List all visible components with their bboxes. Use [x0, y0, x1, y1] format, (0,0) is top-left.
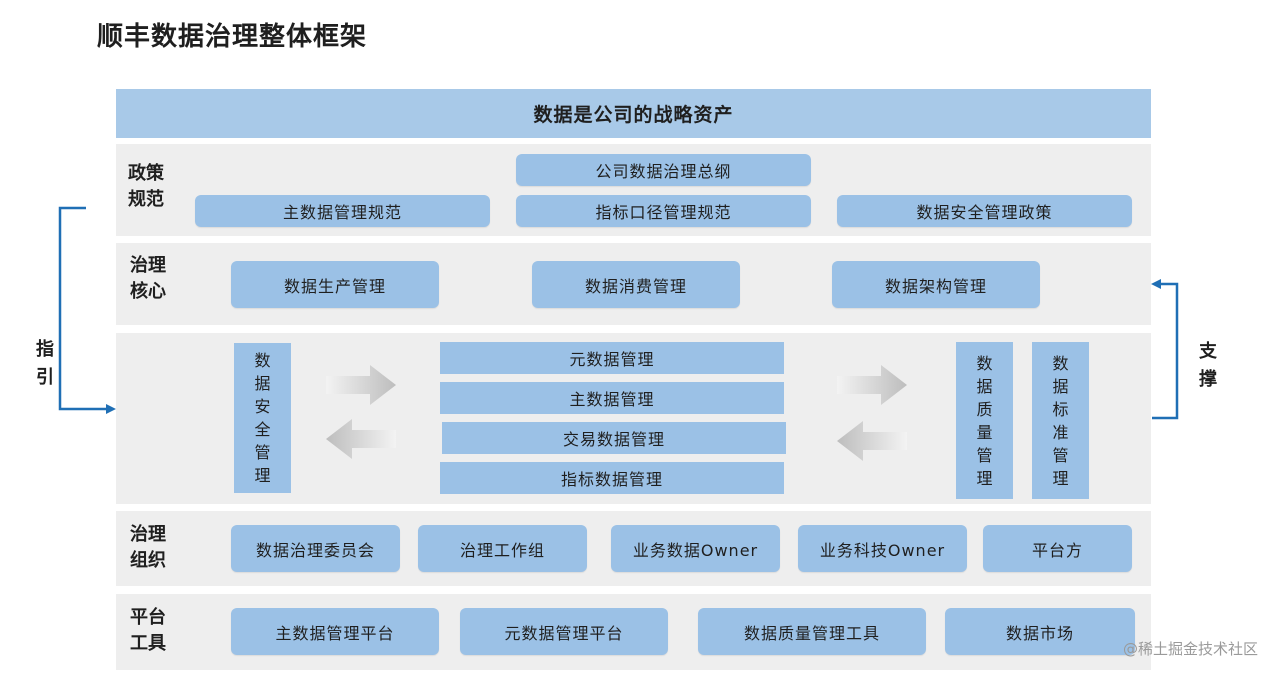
side-label-guide: 指 引 [36, 336, 54, 392]
vertical-char: 安 [254, 397, 271, 416]
side-char: 撑 [1199, 369, 1217, 390]
vertical-char: 数 [254, 351, 271, 370]
org-item: 数据治理委员会 [231, 525, 400, 572]
tool-item: 数据质量管理工具 [698, 608, 926, 655]
data-quality-management-box: 数 据 质 量 管 理 [956, 342, 1013, 499]
tool-item: 主数据管理平台 [231, 608, 439, 655]
vertical-char: 管 [976, 445, 993, 465]
tool-item: 数据市场 [945, 608, 1135, 655]
data-standard-management-box: 数 据 标 准 管 理 [1032, 342, 1089, 499]
arrow-left-icon [1151, 279, 1161, 289]
side-label-support: 支 撑 [1199, 338, 1217, 394]
arrow-right-icon [837, 365, 907, 405]
vertical-char: 管 [254, 443, 271, 462]
vertical-char: 管 [1052, 445, 1069, 465]
side-char: 引 [36, 367, 54, 388]
data-security-management-box: 数 据 安 全 管 理 [234, 343, 291, 493]
vertical-char: 量 [976, 422, 993, 442]
vertical-char: 质 [976, 399, 993, 419]
guide-bracket-arrow [58, 206, 108, 411]
core-item: 数据生产管理 [231, 261, 439, 308]
org-item: 平台方 [983, 525, 1132, 572]
vertical-char: 全 [254, 420, 271, 439]
center-item: 指标数据管理 [440, 462, 784, 494]
core-item: 数据消费管理 [532, 261, 740, 308]
vertical-char: 据 [976, 376, 993, 396]
watermark: @稀土掘金技术社区 [1122, 640, 1258, 658]
vertical-char: 据 [254, 374, 271, 393]
vertical-char: 理 [1052, 468, 1069, 488]
center-item: 元数据管理 [440, 342, 784, 374]
vertical-char: 准 [1052, 422, 1069, 442]
org-item: 业务数据Owner [611, 525, 780, 572]
vertical-char: 据 [1052, 376, 1069, 396]
category-label-org: 治理 组织 [130, 524, 166, 571]
side-char: 指 [36, 339, 54, 360]
page-title: 顺丰数据治理整体框架 [97, 22, 368, 52]
center-item: 交易数据管理 [442, 422, 786, 454]
arrow-left-icon [326, 419, 396, 459]
tool-item: 元数据管理平台 [460, 608, 668, 655]
category-label-policy: 政策 规范 [128, 163, 164, 210]
org-item: 业务科技Owner [798, 525, 967, 572]
banner-strategic-asset: 数据是公司的战略资产 [116, 89, 1151, 138]
center-item: 主数据管理 [440, 382, 784, 414]
side-char: 支 [1199, 341, 1217, 362]
vertical-char: 理 [254, 466, 271, 485]
arrow-left-icon [837, 421, 907, 461]
org-item: 治理工作组 [418, 525, 587, 572]
arrow-right-icon [326, 365, 396, 405]
category-label-tools: 平台 工具 [130, 607, 166, 654]
policy-item: 主数据管理规范 [195, 195, 490, 227]
vertical-char: 数 [1052, 353, 1069, 373]
core-item: 数据架构管理 [832, 261, 1040, 308]
vertical-char: 标 [1052, 399, 1069, 419]
policy-top-item: 公司数据治理总纲 [516, 154, 811, 186]
category-label-core: 治理 核心 [130, 255, 166, 302]
policy-item: 指标口径管理规范 [516, 195, 811, 227]
vertical-char: 数 [976, 353, 993, 373]
support-bracket-arrow [1152, 282, 1179, 420]
vertical-char: 理 [976, 468, 993, 488]
arrow-right-icon [106, 404, 116, 414]
policy-item: 数据安全管理政策 [837, 195, 1132, 227]
